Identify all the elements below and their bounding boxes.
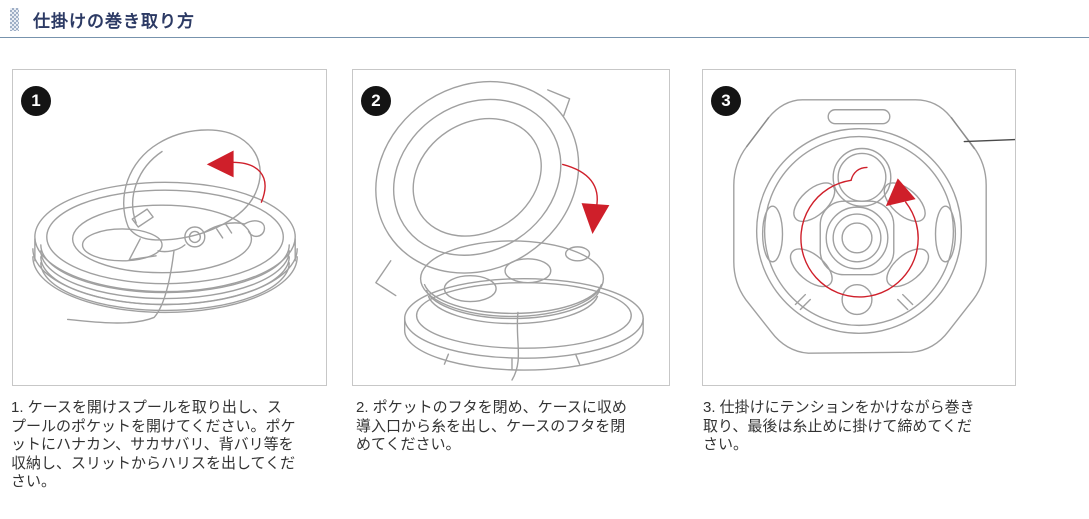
step-panel-3: 3 bbox=[702, 69, 1016, 386]
step-panel-1: 1 bbox=[12, 69, 327, 386]
hinge-drawing bbox=[375, 260, 397, 297]
step-1-illustration bbox=[32, 129, 298, 324]
lid-latch-drawing bbox=[547, 89, 571, 117]
open-cover-arrow-icon bbox=[206, 150, 266, 203]
snap-and-hook-drawing bbox=[157, 220, 266, 253]
step-3-caption: 3. 仕掛けにテンションをかけながら巻き 取り、最後は糸止めに掛けて締めてくだ … bbox=[703, 399, 975, 453]
case-lid-drawing bbox=[375, 80, 580, 274]
case-base-drawing bbox=[403, 277, 644, 371]
pocket-cover-drawing bbox=[123, 129, 261, 261]
spool-in-case-drawing bbox=[419, 240, 605, 325]
fishing-line-drawing bbox=[511, 311, 520, 381]
step-number-badge: 1 bbox=[21, 86, 51, 116]
case-top-view-drawing bbox=[733, 99, 987, 354]
step-1-caption: 1. ケースを開けスプールを取り出し、ス プールのポケットを開けてください。ポケ… bbox=[11, 399, 296, 490]
step-3-illustration bbox=[733, 99, 1015, 354]
close-lid-arrow-icon bbox=[561, 163, 610, 234]
step-number-badge: 2 bbox=[361, 86, 391, 116]
dotted-accent-bar bbox=[10, 8, 19, 31]
winding-direction-arrow-icon bbox=[800, 166, 919, 298]
step-number-badge: 3 bbox=[711, 86, 741, 116]
header-divider bbox=[0, 37, 1089, 38]
line-to-edge-drawing bbox=[963, 138, 1015, 143]
step-2-caption: 2. ポケットのフタを閉め、ケースに収め 導入口から糸を出し、ケースのフタを閉 … bbox=[356, 399, 627, 453]
spool-face-drawing bbox=[761, 147, 957, 316]
page-title: 仕掛けの巻き取り方 bbox=[33, 12, 195, 31]
spool-drawing bbox=[32, 181, 298, 314]
step-panel-2: 2 bbox=[352, 69, 670, 386]
step-2-illustration bbox=[375, 80, 644, 381]
fishing-line-drawing bbox=[66, 250, 175, 324]
